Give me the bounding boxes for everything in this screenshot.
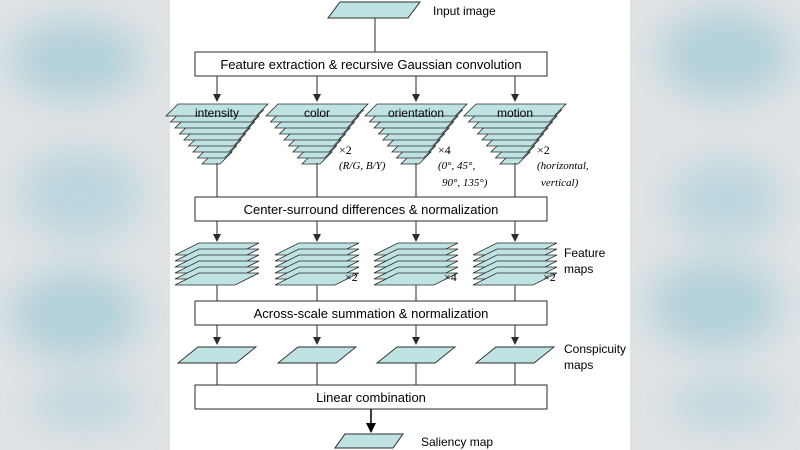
pyramid-orientation: orientation ×4 (0°, 45°, 90°, 135°): [364, 76, 488, 197]
channel-label-color: color: [304, 106, 330, 120]
feature-map-multiplier: ×2: [543, 270, 556, 284]
center-surround-box: [194, 196, 548, 222]
conspicuity-map: [375, 325, 457, 385]
conspicuity-map: [276, 325, 358, 385]
pyramid-layer: [463, 103, 567, 117]
input-image-label: Input image: [433, 4, 496, 18]
conspicuity-map: [176, 325, 258, 385]
channel-multiplier: ×4: [438, 143, 451, 157]
saliency-map-label: Saliency map: [421, 435, 493, 449]
conspicuity-map-shape: [375, 346, 457, 364]
feature-map-layer: [472, 272, 558, 286]
channel-label-intensity: intensity: [195, 106, 239, 120]
feature-map-stack: ×2: [274, 221, 360, 301]
feature-map-layer: [373, 272, 459, 286]
channel-label-motion: motion: [497, 106, 533, 120]
feature-map-multiplier: ×4: [444, 270, 457, 284]
linear-combination-box: [194, 384, 548, 410]
feature-map-stack: ×4: [373, 221, 459, 301]
feature-map-layer: [274, 272, 360, 286]
feature-map-layer: [174, 272, 260, 286]
pyramid-layer: [165, 103, 269, 117]
feature-extraction-label: Feature extraction & recursive Gaussian …: [220, 57, 521, 72]
channel-multiplier: ×2: [339, 143, 352, 157]
linear-combination-label: Linear combination: [316, 390, 426, 405]
feature-map-stack: [174, 221, 260, 301]
conspicuity-map-shape: [474, 346, 556, 364]
feature-maps-label-line2: maps: [564, 262, 593, 276]
across-scale-label: Across-scale summation & normalization: [254, 306, 489, 321]
channel-note-line2: vertical): [541, 177, 579, 189]
pyramid-layer: [265, 103, 369, 117]
feature-map-multiplier: ×2: [345, 270, 358, 284]
channel-note: (0°, 45°,: [438, 160, 475, 172]
conspicuity-maps-label-line2: maps: [564, 358, 593, 372]
channel-label-orientation: orientation: [388, 106, 444, 120]
feature-map-stack: ×2: [472, 221, 558, 301]
channel-note: (horizontal,: [537, 160, 589, 172]
center-surround-label: Center-surround differences & normalizat…: [244, 202, 499, 217]
conspicuity-map-shape: [276, 346, 358, 364]
feature-extraction-box: [194, 51, 548, 77]
channel-multiplier: ×2: [537, 143, 550, 157]
conspicuity-map-shape: [176, 346, 258, 364]
across-scale-box: [194, 300, 548, 326]
conspicuity-map: [474, 325, 556, 385]
feature-maps-label-line1: Feature: [564, 246, 606, 260]
channel-note-line2: 90°, 135°): [442, 177, 488, 189]
channel-note: (R/G, B/Y): [339, 160, 386, 172]
left-blurred-background: [0, 0, 170, 450]
input-image-shape: [327, 1, 421, 19]
pyramid-layer: [364, 103, 468, 117]
saliency-map-shape: [334, 433, 404, 449]
right-blurred-background: [630, 0, 800, 450]
pyramid-intensity: intensity: [165, 76, 269, 197]
pyramid-color: color ×2 (R/G, B/Y): [265, 76, 386, 197]
conspicuity-maps-label-line1: Conspicuity: [564, 342, 626, 356]
pyramid-motion: motion ×2 (horizontal, vertical): [463, 76, 589, 197]
